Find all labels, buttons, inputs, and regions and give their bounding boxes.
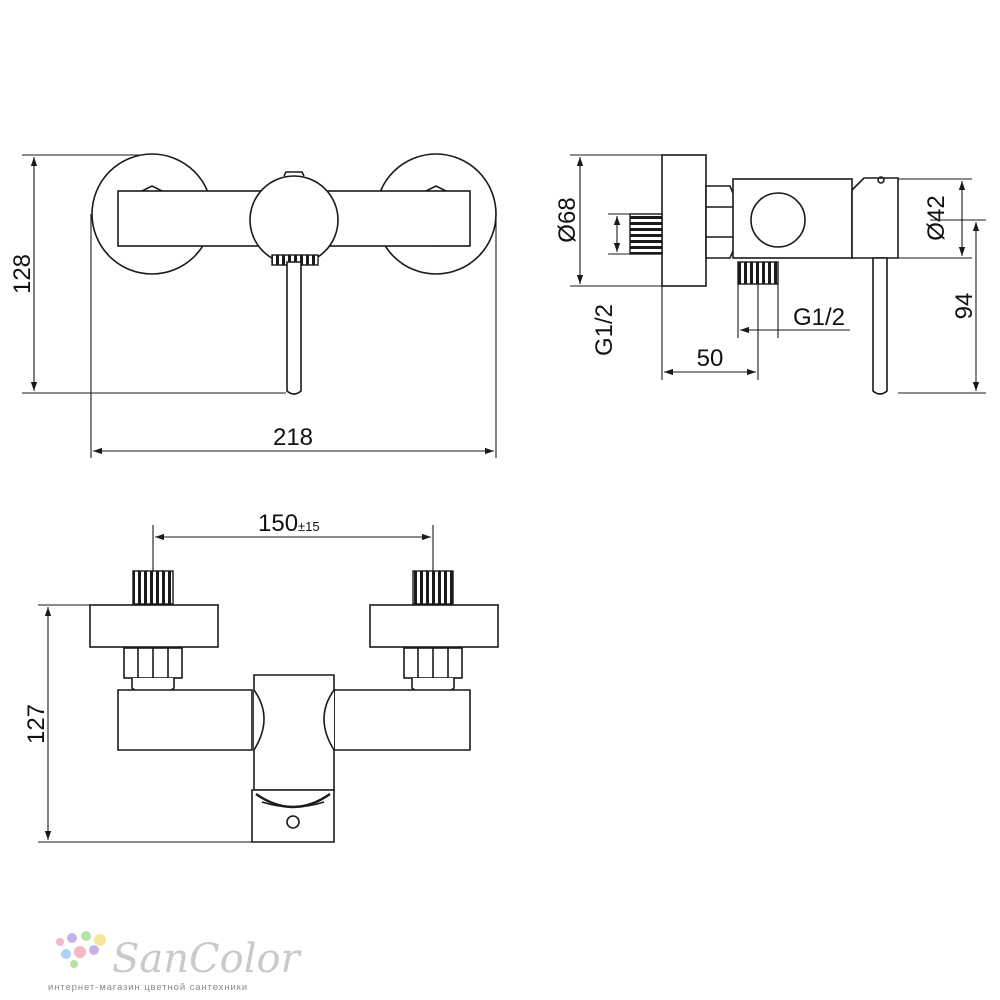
left-flange-front [89,604,219,648]
control-cartridge-top [249,175,339,265]
hex-nut-side [705,185,737,259]
wall-flange-side [661,154,707,287]
dim-inlet-thread: G1/2 [591,304,618,356]
dim-wall-diameter: Ø68 [554,197,581,242]
dim-front-height: 127 [23,704,50,744]
logo-dot [94,934,106,946]
side-view: Ø68 G1/2 G1/2 50 Ø42 94 [554,154,986,395]
logo-dot [74,946,86,958]
dim-overall-height: 128 [9,254,36,294]
logo-name: SanColor [112,936,303,982]
top-view: 128 218 [9,153,497,458]
body-front [117,689,253,751]
dim-centre-distance: 150±15 [258,510,320,537]
logo-dot [56,938,64,946]
logo-dot [70,960,78,968]
inlet-thread-side [629,213,663,255]
lever-top [286,261,302,395]
logo-dot [89,945,99,955]
logo-dot [81,931,91,941]
dim-lever-height: 94 [951,293,978,320]
outlet-thread-side [737,261,779,285]
logo-dot [61,949,71,959]
right-inlet-thread [412,570,454,605]
logo-tagline: интернет-магазин цветной сантехники [48,982,248,993]
central-column [253,674,335,791]
dim-overall-width: 218 [273,424,313,451]
logo-dots [56,931,106,968]
outlet-hole [286,815,300,829]
dim-body-diameter: Ø42 [923,195,950,240]
lever-hub-side [851,177,899,259]
logo-dot [67,933,77,943]
sancolor-logo: SanColor интернет-магазин цветной сантех… [48,931,303,993]
dim-projection: 50 [697,345,724,372]
dim-outlet-thread: G1/2 [793,304,845,331]
cartridge-side [750,192,806,248]
right-flange-front [369,604,499,648]
left-inlet-thread [132,570,174,605]
lever-side [872,257,888,395]
front-view: 150±15 127 [23,510,499,843]
